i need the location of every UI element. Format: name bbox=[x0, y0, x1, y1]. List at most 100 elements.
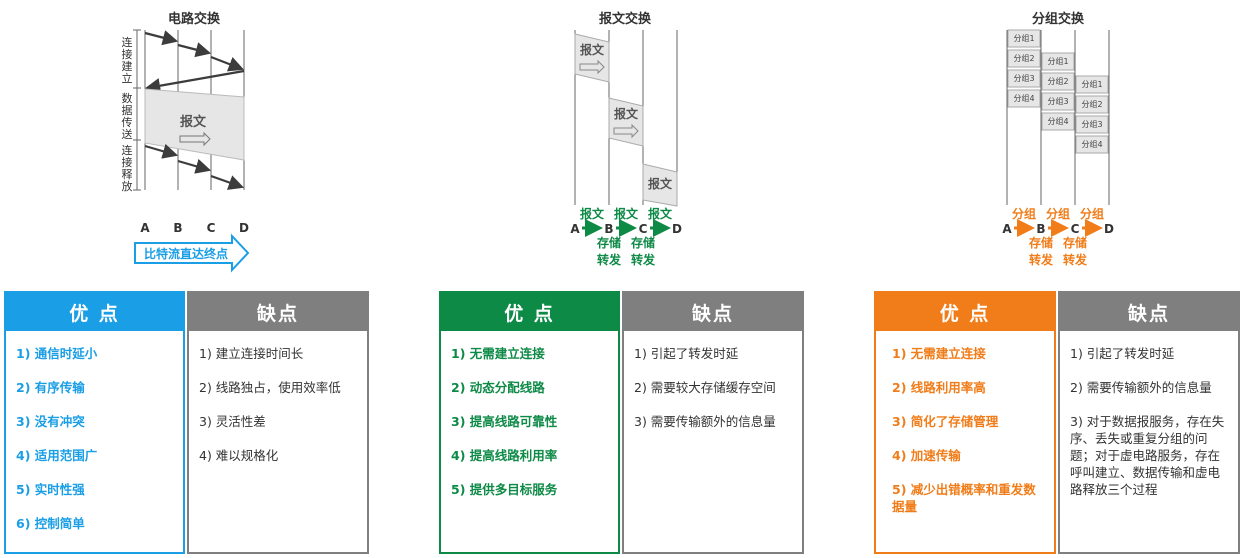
switching-diagrams: 电路交换 连 接 建 立 数 据 传 送 连 接 释 放 报文 bbox=[122, 11, 1114, 273]
message-node-c: C bbox=[639, 222, 648, 236]
banner-text: 比特流直达终点 bbox=[144, 246, 228, 261]
packet-c3: 分组3 bbox=[1081, 119, 1102, 129]
phase-connect-4: 立 bbox=[122, 71, 133, 85]
packet-pros-list: 1) 无需建立连接 2) 线路利用率高 3) 简化了存储管理 4) 加速传输 5… bbox=[876, 331, 1054, 552]
circuit-cons-header: 缺点 bbox=[189, 293, 367, 331]
list-item: 1) 引起了转发时延 bbox=[634, 346, 739, 361]
message-pros-panel: 优 点 1) 无需建立连接 2) 动态分配线路 3) 提高线路可靠性 4) 提高… bbox=[439, 291, 620, 554]
packet-store-b: 存储 bbox=[1028, 235, 1053, 250]
packet-pros-panel: 优 点 1) 无需建立连接 2) 线路利用率高 3) 简化了存储管理 4) 加速… bbox=[874, 291, 1056, 554]
list-item: 3) 灵活性差 bbox=[199, 414, 266, 429]
list-item: 6) 控制简单 bbox=[16, 516, 85, 531]
list-item: 4) 加速传输 bbox=[892, 448, 961, 463]
list-item: 2) 线路独占，使用效率低 bbox=[199, 380, 341, 395]
circuit-node-d: D bbox=[239, 221, 249, 235]
packet-c2: 分组2 bbox=[1081, 99, 1102, 109]
packet-pros-header: 优 点 bbox=[876, 293, 1054, 331]
hop-label-1: 报文 bbox=[580, 206, 605, 221]
circuit-node-a: A bbox=[140, 221, 150, 235]
list-item: 5) 提供多目标服务 bbox=[451, 482, 558, 497]
bitstream-banner: 比特流直达终点 bbox=[134, 233, 250, 273]
phase-transfer-3: 传 bbox=[122, 116, 133, 129]
packet-b3: 分组3 bbox=[1047, 96, 1068, 106]
message-pros-header: 优 点 bbox=[441, 293, 618, 331]
packet-forward-b: 转发 bbox=[1029, 252, 1054, 267]
circuit-pros-panel: 优 点 1) 通信时延小 2) 有序传输 3) 没有冲突 4) 适用范围广 5)… bbox=[4, 291, 185, 554]
list-item: 2) 需要传输额外的信息量 bbox=[1070, 380, 1212, 395]
list-item: 2) 线路利用率高 bbox=[892, 380, 986, 395]
phase-connect-2: 接 bbox=[122, 48, 133, 61]
circuit-message-label: 报文 bbox=[180, 114, 207, 130]
phase-transfer-2: 据 bbox=[122, 103, 133, 117]
phase-release-3: 释 bbox=[122, 168, 133, 181]
list-item: 1) 无需建立连接 bbox=[892, 346, 986, 361]
packet-a1: 分组1 bbox=[1013, 33, 1034, 43]
packet-c4: 分组4 bbox=[1081, 139, 1102, 149]
list-item: 4) 难以规格化 bbox=[199, 448, 279, 463]
packet-cons-panel: 缺点 1) 引起了转发时延 2) 需要传输额外的信息量 3) 对于数据报服务，存… bbox=[1058, 291, 1240, 554]
packet-hop-3: 分组 bbox=[1080, 206, 1104, 221]
list-item: 3) 需要传输额外的信息量 bbox=[634, 414, 776, 429]
message-cons-list: 1) 引起了转发时延 2) 需要较大存储缓存空间 3) 需要传输额外的信息量 bbox=[624, 331, 802, 552]
message-title: 报文交换 bbox=[599, 11, 652, 27]
list-item: 3) 简化了存储管理 bbox=[892, 414, 999, 429]
store-label-b: 存储 bbox=[596, 235, 621, 250]
circuit-node-b: B bbox=[173, 221, 182, 235]
list-item: 2) 有序传输 bbox=[16, 380, 85, 395]
message-block-1: 报文 bbox=[580, 42, 605, 57]
phase-transfer-1: 数 bbox=[122, 92, 133, 105]
hop-label-3: 报文 bbox=[648, 206, 673, 221]
list-item: 1) 建立连接时间长 bbox=[199, 346, 304, 361]
message-cons-panel: 缺点 1) 引起了转发时延 2) 需要较大存储缓存空间 3) 需要传输额外的信息… bbox=[622, 291, 804, 554]
message-block-3: 报文 bbox=[648, 176, 673, 191]
circuit-pros-header: 优 点 bbox=[6, 293, 183, 331]
packet-b4: 分组4 bbox=[1047, 116, 1068, 126]
packet-diagram: 分组交换 分组1 分组2 分组3 分组4 分组1 分组2 分组3 分组4 bbox=[1002, 11, 1114, 267]
packet-node-a: A bbox=[1002, 222, 1012, 236]
packet-a4: 分组4 bbox=[1013, 93, 1034, 103]
phase-release-1: 连 bbox=[122, 144, 133, 157]
list-item: 1) 通信时延小 bbox=[16, 346, 98, 361]
packet-node-d: D bbox=[1104, 222, 1114, 236]
packet-hop-2: 分组 bbox=[1046, 206, 1070, 221]
circuit-title: 电路交换 bbox=[168, 11, 221, 27]
list-item: 5) 实时性强 bbox=[16, 482, 85, 497]
forward-label-c: 转发 bbox=[631, 252, 656, 267]
circuit-cons-list: 1) 建立连接时间长 2) 线路独占，使用效率低 3) 灵活性差 4) 难以规格… bbox=[189, 331, 367, 552]
phase-connect-3: 建 bbox=[122, 59, 133, 73]
message-node-d: D bbox=[672, 222, 682, 236]
circuit-node-c: C bbox=[207, 221, 216, 235]
phase-connect-1: 连 bbox=[122, 36, 133, 49]
packet-node-c: C bbox=[1071, 222, 1080, 236]
list-item: 1) 引起了转发时延 bbox=[1070, 346, 1175, 361]
packet-node-b: B bbox=[1036, 222, 1045, 236]
list-item: 3) 没有冲突 bbox=[16, 414, 85, 429]
list-item: 5) 减少出错概率和重发数据量 bbox=[892, 482, 1036, 514]
packet-hop-1: 分组 bbox=[1012, 206, 1036, 221]
packet-a2: 分组2 bbox=[1013, 53, 1034, 63]
circuit-diagram: 电路交换 连 接 建 立 数 据 传 送 连 接 释 放 报文 bbox=[122, 11, 250, 273]
packet-column-2: 分组1 分组2 分组3 分组4 bbox=[1041, 52, 1075, 131]
list-item: 3) 对于数据报服务，存在失序、丢失或重复分组的问题；对于虚电路服务，存在呼叫建… bbox=[1070, 414, 1225, 497]
list-item: 2) 需要较大存储缓存空间 bbox=[634, 380, 776, 395]
message-pros-list: 1) 无需建立连接 2) 动态分配线路 3) 提高线路可靠性 4) 提高线路利用… bbox=[441, 331, 618, 552]
message-cons-header: 缺点 bbox=[624, 293, 802, 331]
forward-label-b: 转发 bbox=[597, 252, 622, 267]
packet-title: 分组交换 bbox=[1032, 11, 1085, 27]
packet-b2: 分组2 bbox=[1047, 76, 1068, 86]
hop-label-2: 报文 bbox=[614, 206, 639, 221]
phase-release-4: 放 bbox=[122, 179, 133, 193]
packet-cons-header: 缺点 bbox=[1060, 293, 1238, 331]
message-node-a: A bbox=[570, 222, 580, 236]
list-item: 2) 动态分配线路 bbox=[451, 380, 545, 395]
list-item: 4) 适用范围广 bbox=[16, 448, 98, 463]
packet-c1: 分组1 bbox=[1081, 79, 1102, 89]
list-item: 4) 提高线路利用率 bbox=[451, 448, 558, 463]
circuit-pros-list: 1) 通信时延小 2) 有序传输 3) 没有冲突 4) 适用范围广 5) 实时性… bbox=[6, 331, 183, 552]
message-diagram: 报文交换 报文 报文 报文 报文 报文 报文 A B C D 存储 转发 存储 … bbox=[570, 11, 682, 267]
phase-release-2: 接 bbox=[122, 156, 133, 169]
packet-column-3: 分组1 分组2 分组3 分组4 bbox=[1075, 75, 1109, 154]
store-label-c: 存储 bbox=[630, 235, 655, 250]
phase-transfer-4: 送 bbox=[122, 127, 133, 141]
circuit-cons-panel: 缺点 1) 建立连接时间长 2) 线路独占，使用效率低 3) 灵活性差 4) 难… bbox=[187, 291, 369, 554]
